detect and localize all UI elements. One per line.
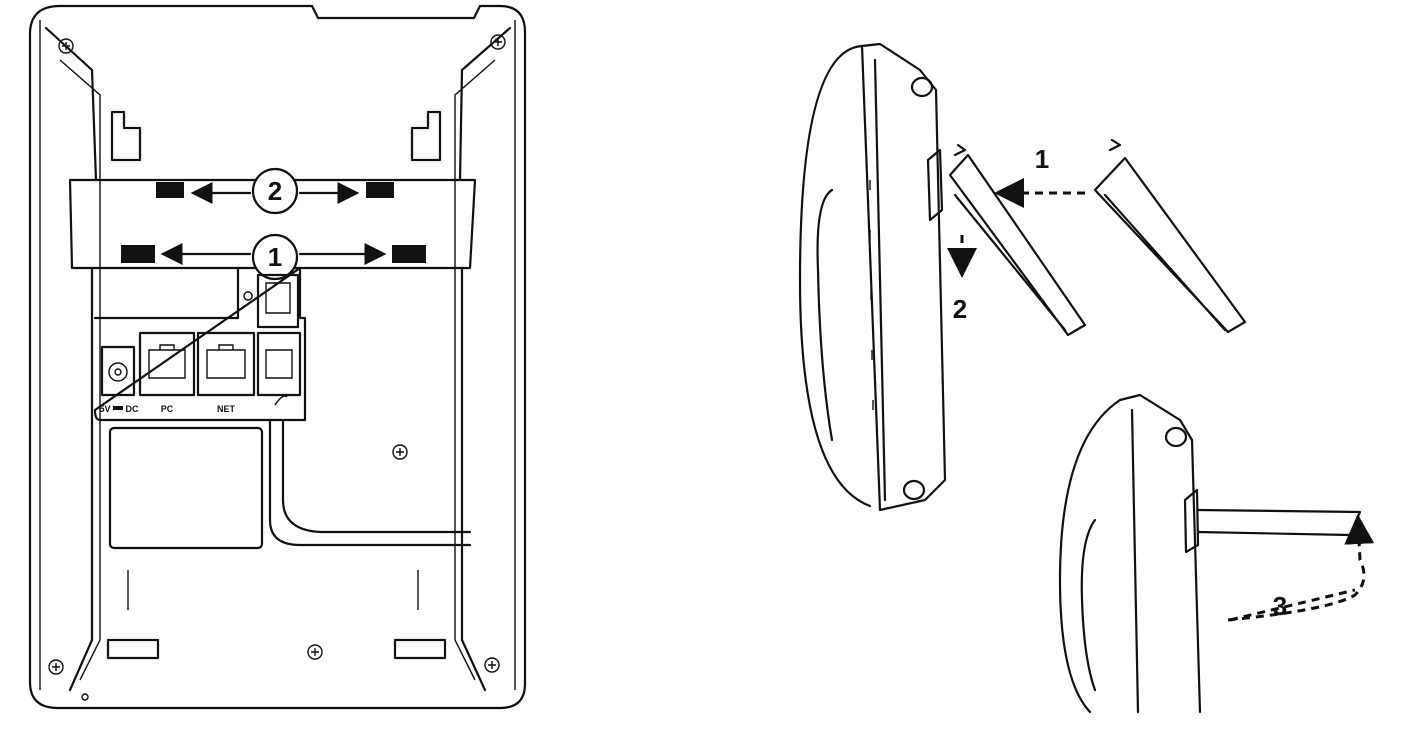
screw-icon xyxy=(392,444,408,460)
screw-icon xyxy=(484,657,500,673)
screw-icon xyxy=(48,659,64,675)
svg-text:5V: 5V xyxy=(99,404,110,414)
step-marker-2: 2 xyxy=(251,167,299,215)
svg-text:1: 1 xyxy=(1035,144,1049,174)
phone-body-outline xyxy=(28,4,527,710)
handset-port xyxy=(256,331,302,397)
screw-icon xyxy=(58,38,74,54)
svg-text:2: 2 xyxy=(268,176,282,206)
stand-slots-band xyxy=(68,178,477,270)
svg-text:3: 3 xyxy=(1273,591,1287,621)
phone-side-view-attach: 1 2 xyxy=(798,42,1247,512)
handset-icon xyxy=(274,395,288,406)
phone-back-view: 2 1 5V DC PC NET xyxy=(28,4,527,710)
port-panel xyxy=(93,266,307,422)
pc-port xyxy=(138,331,196,397)
svg-text:PC: PC xyxy=(161,404,174,414)
svg-text:NET: NET xyxy=(217,404,236,414)
net-port xyxy=(196,331,256,397)
headset-port xyxy=(256,273,300,329)
screw-icon xyxy=(490,34,506,50)
power-port xyxy=(100,345,136,397)
svg-text:2: 2 xyxy=(953,294,967,324)
phone-side-view-rotate: 3 xyxy=(1058,393,1375,714)
svg-text:DC: DC xyxy=(126,404,139,414)
step-marker-1: 1 xyxy=(251,233,299,281)
screw-icon xyxy=(307,644,323,660)
svg-text:1: 1 xyxy=(268,242,282,272)
